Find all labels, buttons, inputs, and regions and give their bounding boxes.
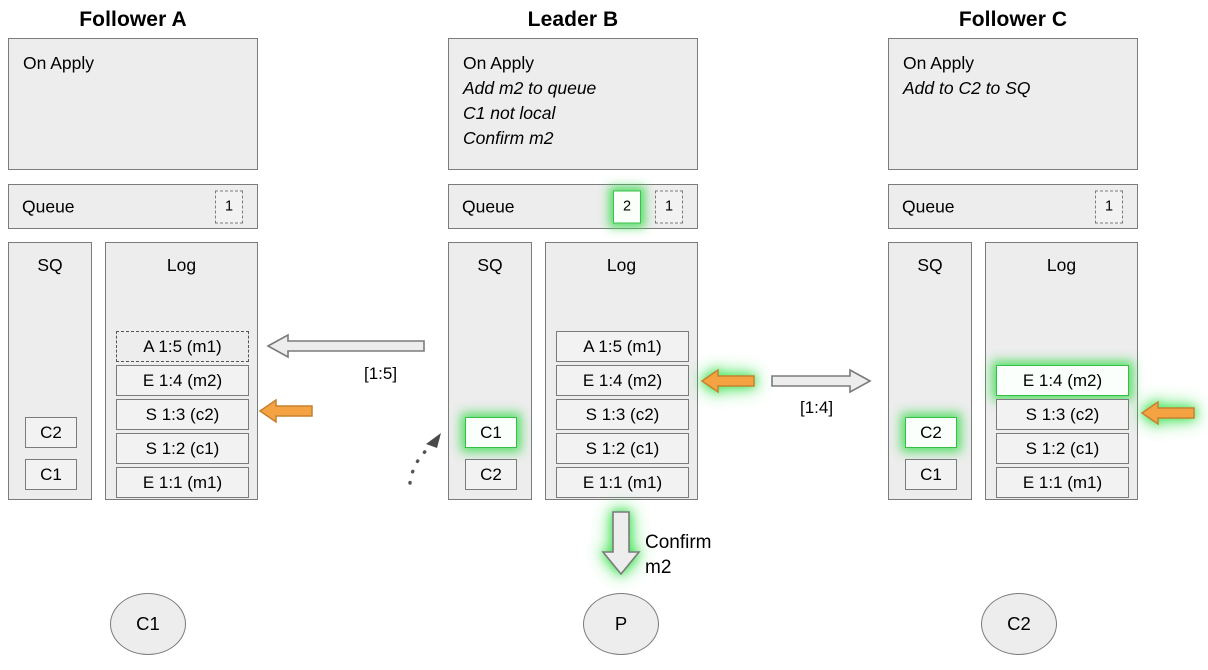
apply-pointer-follower-c	[1140, 400, 1195, 426]
on-apply-line-2: C1 not local	[463, 103, 556, 123]
log-entry: A 1:5 (m1)	[556, 331, 689, 362]
sq-item-c1: C1	[905, 459, 957, 490]
on-apply-panel-follower-a: On Apply	[8, 38, 258, 170]
on-apply-line-1: Add m2 to queue	[463, 78, 597, 98]
confirm-label-line-1: Confirm	[645, 532, 712, 553]
column-title-follower-a: Follower A	[79, 8, 187, 31]
queue-slot-1: 2	[613, 190, 641, 223]
client-node-c2: C2	[981, 593, 1057, 655]
queue-panel-follower-a: Queue 1	[8, 184, 258, 229]
confirm-label-line-2: m2	[645, 557, 672, 578]
on-apply-panel-follower-c: On Apply Add to C2 to SQ	[888, 38, 1138, 170]
log-header: Log	[1046, 255, 1077, 275]
sq-item-c2: C2	[465, 459, 517, 490]
log-header: Log	[166, 255, 197, 275]
on-apply-header: On Apply	[903, 53, 975, 73]
proposer-node-p: P	[583, 593, 659, 655]
sq-header: SQ	[917, 255, 943, 275]
on-apply-line-1: Add to C2 to SQ	[903, 78, 1031, 98]
log-entry: E 1:1 (m1)	[556, 467, 689, 498]
log-panel-follower-a: Log A 1:5 (m1) E 1:4 (m2) S 1:3 (c2) S 1…	[105, 242, 258, 500]
sq-item-c2: C2	[905, 417, 957, 448]
column-title-follower-c: Follower C	[958, 8, 1068, 31]
log-entry: S 1:2 (c1)	[556, 433, 689, 464]
sq-header: SQ	[477, 255, 503, 275]
queue-panel-leader-b: Queue 2 1	[448, 184, 698, 229]
replicate-arrow-b-to-c	[771, 367, 872, 395]
sq-item-c1: C1	[465, 417, 517, 448]
replicate-label-ab: [1:5]	[364, 364, 398, 383]
log-entry: S 1:2 (c1)	[996, 433, 1129, 464]
sq-item-c1: C1	[25, 459, 77, 490]
sq-panel-follower-a: SQ C2 C1	[8, 242, 92, 500]
log-entry: S 1:3 (c2)	[996, 399, 1129, 430]
sq-panel-follower-c: SQ C2 C1	[888, 242, 972, 500]
queue-slot-1: 1	[1095, 190, 1123, 223]
log-panel-leader-b: Log A 1:5 (m1) E 1:4 (m2) S 1:3 (c2) S 1…	[545, 242, 698, 500]
log-entry: E 1:4 (m2)	[556, 365, 689, 396]
sq-header: SQ	[37, 255, 63, 275]
log-entry: E 1:1 (m1)	[116, 467, 249, 498]
confirm-label: Confirm m2	[645, 530, 712, 580]
queue-label: Queue	[462, 196, 515, 216]
on-apply-header: On Apply	[463, 53, 535, 73]
log-header: Log	[606, 255, 637, 275]
apply-pointer-leader-b	[700, 368, 755, 394]
client-node-c1: C1	[110, 593, 186, 655]
log-entry: E 1:4 (m2)	[116, 365, 249, 396]
sq-panel-leader-b: SQ C1 C2	[448, 242, 532, 500]
log-entry: S 1:3 (c2)	[556, 399, 689, 430]
dotted-move-arrow	[400, 425, 448, 487]
on-apply-line-3: Confirm m2	[463, 128, 554, 148]
replicate-arrow-b-to-a	[266, 332, 425, 360]
log-panel-follower-c: Log E 1:4 (m2) S 1:3 (c2) S 1:2 (c1) E 1…	[985, 242, 1138, 500]
replicate-label-bc: [1:4]	[800, 398, 834, 417]
queue-slot-1: 1	[215, 190, 243, 223]
column-title-leader-b: Leader B	[527, 8, 619, 31]
apply-pointer-follower-a	[258, 398, 313, 424]
queue-slot-2: 1	[655, 190, 683, 223]
sq-item-c2: C2	[25, 417, 77, 448]
log-entry: E 1:1 (m1)	[996, 467, 1129, 498]
confirm-arrow-down	[600, 511, 642, 576]
log-entry: E 1:4 (m2)	[996, 365, 1129, 396]
on-apply-header: On Apply	[23, 53, 95, 73]
on-apply-panel-leader-b: On Apply Add m2 to queue C1 not local Co…	[448, 38, 698, 170]
log-entry: S 1:2 (c1)	[116, 433, 249, 464]
log-entry: A 1:5 (m1)	[116, 331, 249, 362]
queue-label: Queue	[902, 196, 955, 216]
log-entry: S 1:3 (c2)	[116, 399, 249, 430]
queue-panel-follower-c: Queue 1	[888, 184, 1138, 229]
queue-label: Queue	[22, 196, 75, 216]
